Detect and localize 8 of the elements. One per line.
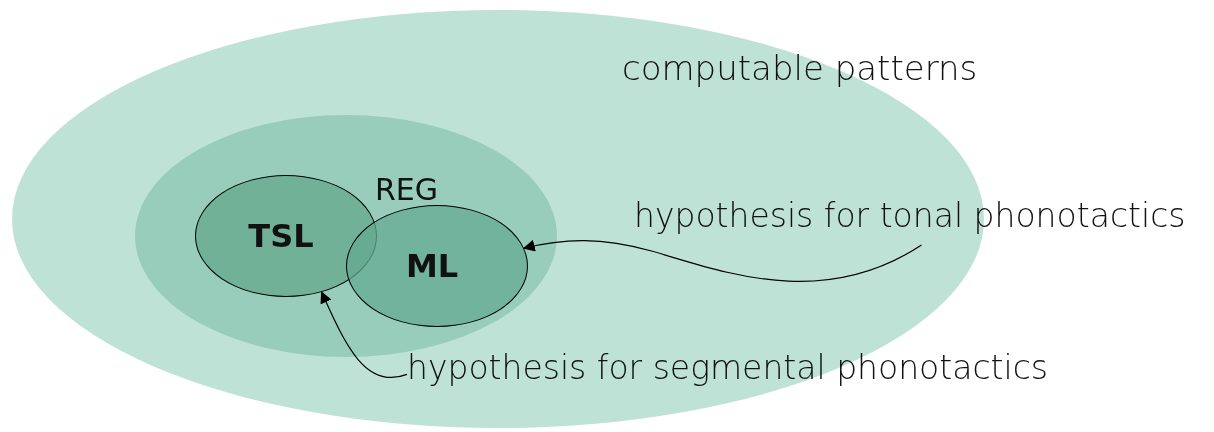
set-label: TSL <box>248 217 314 255</box>
arrow <box>320 291 408 378</box>
annotation-text: hypothesis for segmental phonotactics <box>407 348 1049 387</box>
arrow <box>522 239 923 282</box>
annotation-text: hypothesis for tonal phonotactics <box>634 196 1186 235</box>
set-label: computable patterns <box>622 48 978 88</box>
set-label: REG <box>375 172 439 207</box>
set-label: ML <box>405 247 459 285</box>
